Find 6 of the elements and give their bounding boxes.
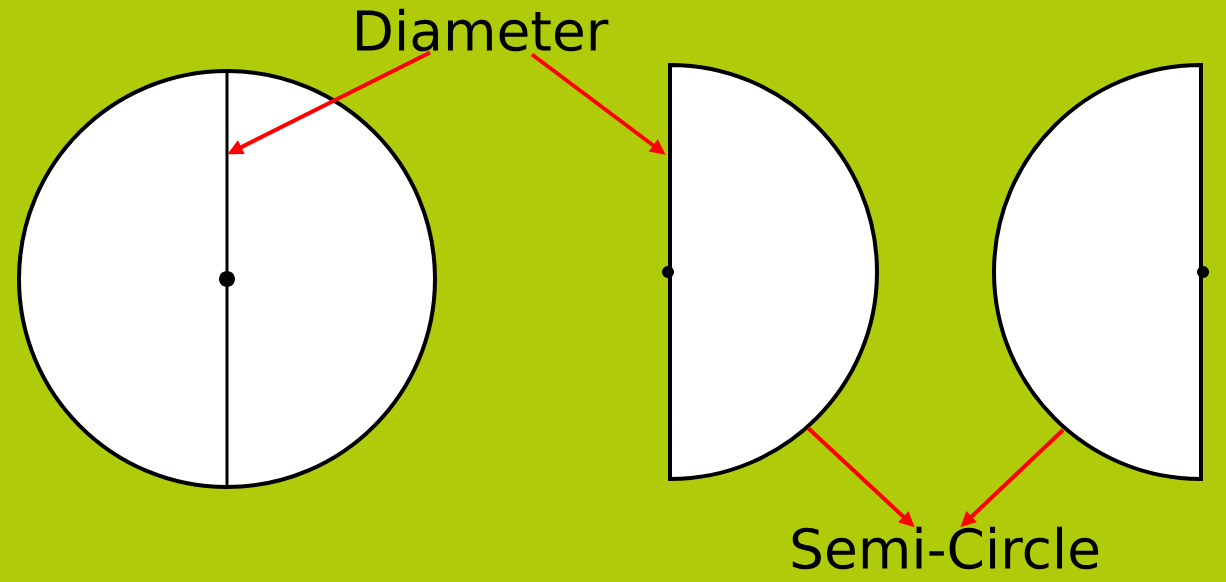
label-text: Diameter (357, 8, 609, 52)
semicircle (662, 63, 879, 481)
diameter-line (219, 71, 235, 487)
circle (17, 69, 437, 489)
label-text: Semi-Circle (792, 526, 1099, 570)
semicircle (992, 63, 1209, 481)
